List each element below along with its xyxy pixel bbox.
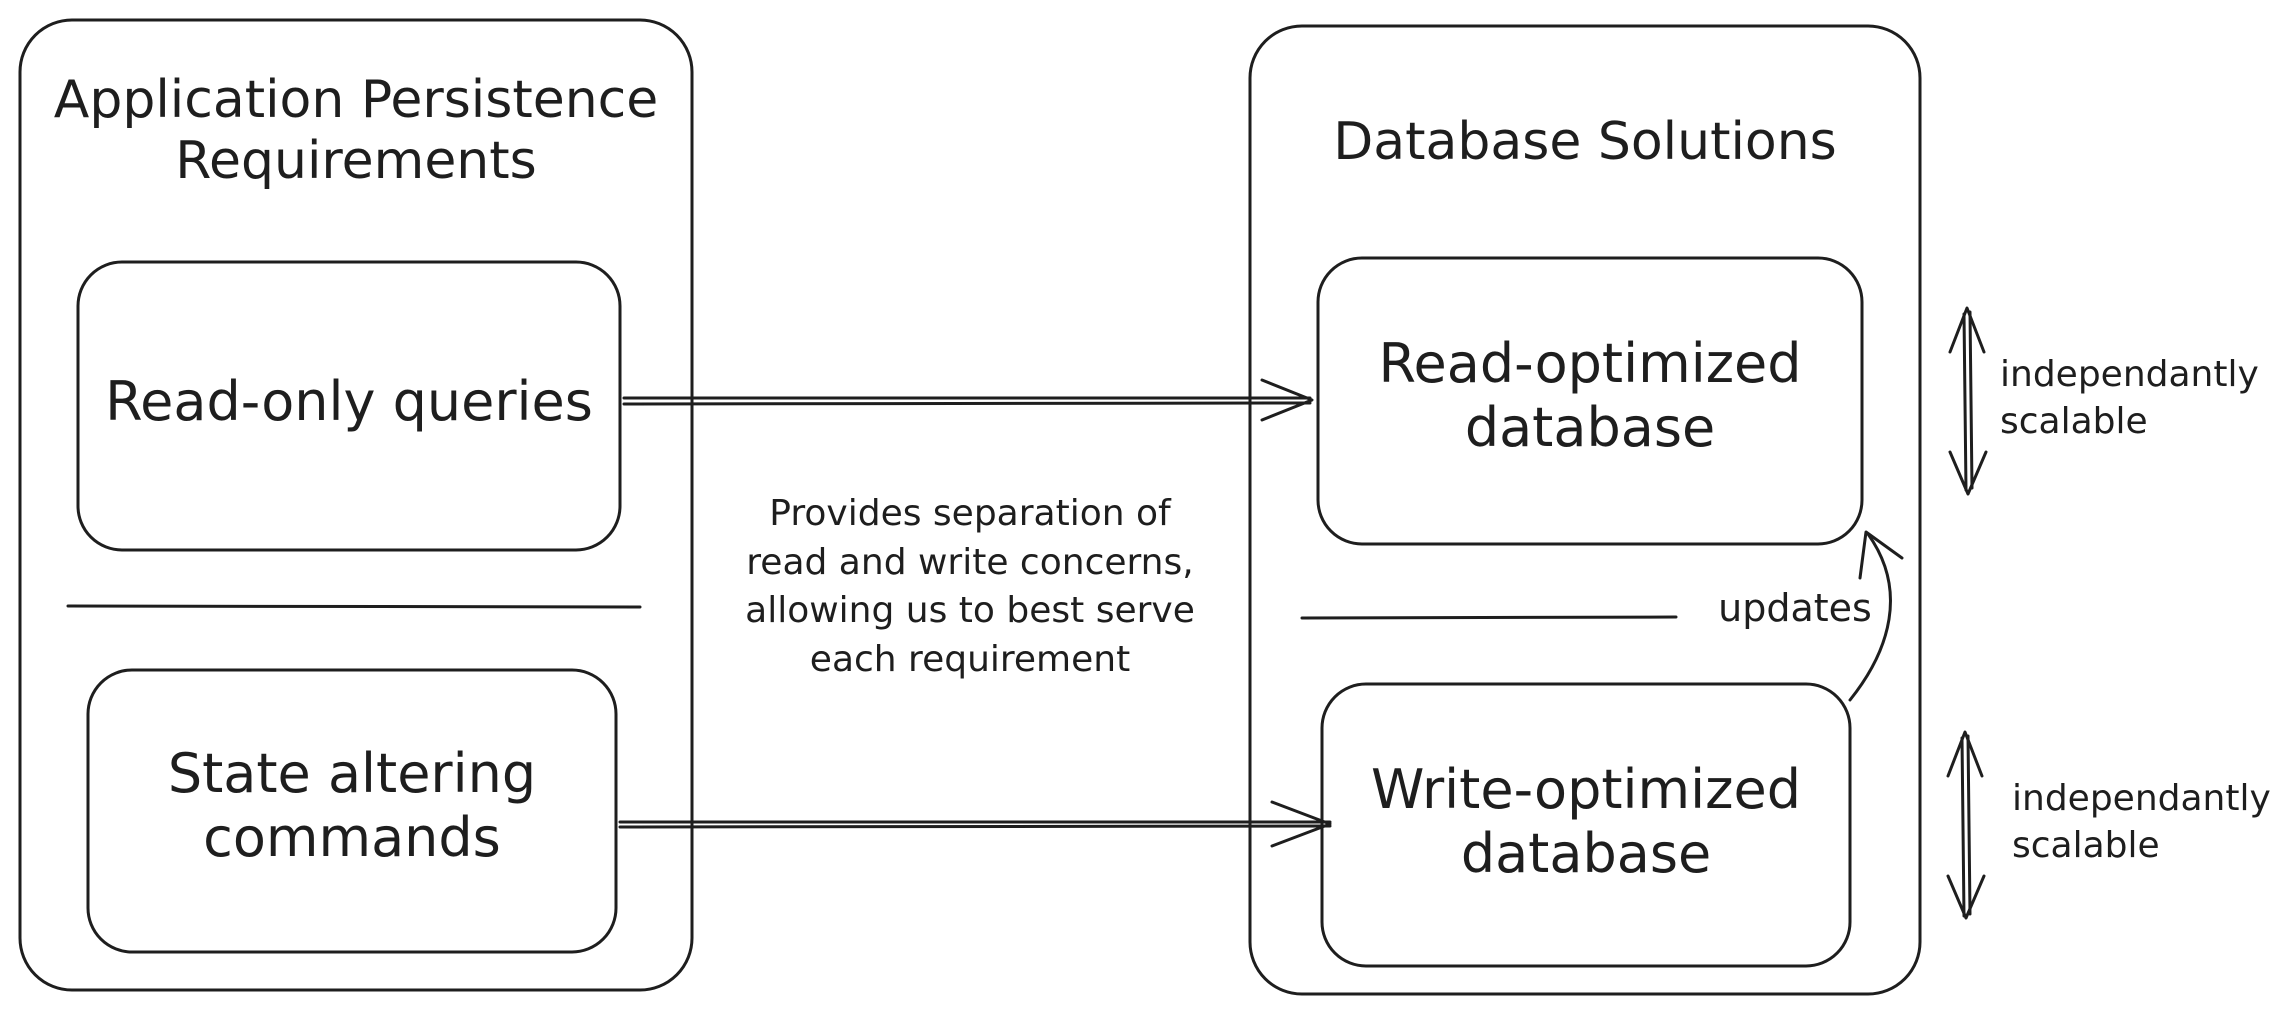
scalable-double-arrow-top — [1948, 306, 1988, 496]
right-panel-title-text: Database Solutions — [1333, 112, 1837, 172]
left-panel-title-line2: Requirements — [175, 131, 537, 192]
left-panel-frame — [18, 18, 694, 992]
read-only-queries-label: Read-only queries — [78, 370, 620, 434]
left-panel-title-line1: Application Persistence — [53, 70, 659, 130]
write-db-line1: Write-optimized — [1371, 758, 1801, 821]
read-optimized-db-label: Read-optimized database — [1318, 332, 1862, 459]
left-divider — [66, 604, 642, 609]
center-note-line3: allowing us to best serve — [745, 590, 1195, 632]
write-db-line2: database — [1460, 821, 1712, 885]
updates-label: updates — [1718, 586, 1872, 630]
scalable-top-line1: independantly — [2000, 354, 2259, 395]
center-note-line1: Provides separation of — [769, 493, 1171, 534]
right-panel-frame — [1248, 24, 1922, 996]
state-altering-line2: commands — [203, 805, 501, 869]
read-only-queries-box — [76, 260, 622, 552]
state-altering-commands-box — [86, 668, 618, 954]
arrow-write-to-write-db — [618, 800, 1332, 848]
state-altering-label: State altering commands — [88, 742, 616, 869]
arrow-read-to-read-db — [622, 378, 1314, 422]
scalable-top-line2: scalable — [2000, 400, 2148, 442]
read-only-queries-text: Read-only queries — [105, 370, 593, 433]
scalable-bottom-line2: scalable — [2012, 824, 2160, 866]
write-optimized-db-label: Write-optimized database — [1322, 758, 1850, 885]
scalable-label-bottom: independantly scalable — [2012, 776, 2272, 870]
center-note-line2: read and write concerns, — [746, 541, 1194, 583]
updates-arrow — [1848, 530, 1904, 702]
read-db-line2: database — [1464, 395, 1716, 459]
scalable-double-arrow-bottom — [1946, 730, 1986, 920]
right-panel-title: Database Solutions — [1250, 112, 1920, 173]
center-note: Provides separation of read and write co… — [700, 490, 1240, 684]
read-optimized-db-box — [1316, 256, 1864, 546]
scalable-bottom-line1: independantly — [2012, 778, 2271, 819]
read-db-line1: Read-optimized — [1378, 332, 1802, 395]
center-note-line4: each requirement — [809, 638, 1131, 680]
left-panel-title: Application Persistence Requirements — [20, 70, 692, 193]
scalable-label-top: independantly scalable — [2000, 352, 2270, 446]
right-divider — [1300, 615, 1678, 620]
state-altering-line1: State altering — [167, 742, 537, 805]
